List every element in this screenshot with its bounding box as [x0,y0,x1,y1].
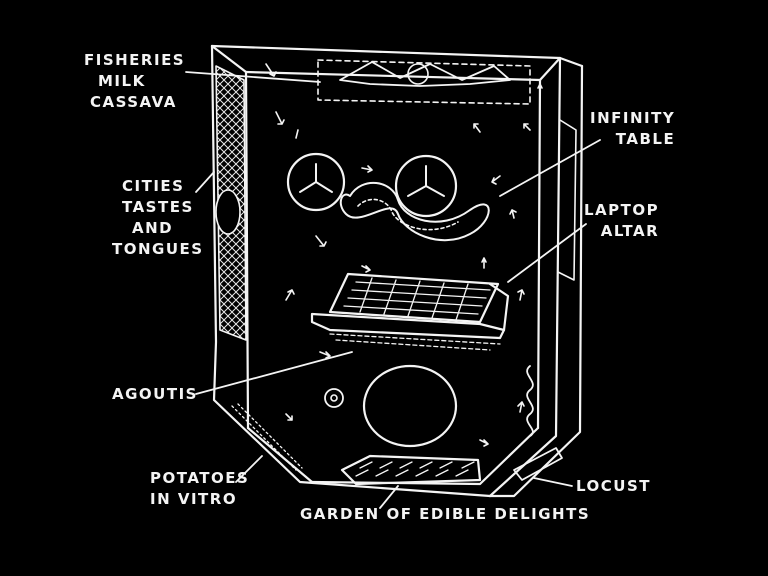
table-left-spokes [300,164,332,192]
label-table: TABLE [590,129,675,150]
label-milk: MILK [84,71,185,92]
left-wall-ellipse [216,190,240,234]
label-tongues: TONGUES [112,239,204,260]
label-and: AND [112,218,204,239]
top-fan-hub [408,64,428,84]
label-laptop-altar: LAPTOP ALTAR [584,200,659,242]
box-inner-left-edge [246,72,248,428]
agouti-dot [331,395,337,401]
label-cities: CITIES [112,176,204,197]
potatoes-hatch [232,404,302,470]
garden-bed [342,456,480,484]
label-altar: ALTAR [584,221,659,242]
leader-agoutis [196,352,352,394]
box-inner-right-edge [538,80,540,428]
label-in-vitro: IN VITRO [150,489,249,510]
box-inner-bottom-edge [248,428,312,482]
label-infinity: INFINITY [590,108,675,129]
egg-oval [364,366,456,446]
label-infinity-table: INFINITY TABLE [590,108,675,150]
box-right-outer-edge [490,66,582,496]
label-fisheries-milk-cassava: FISHERIES MILK CASSAVA [84,50,185,113]
leader-infinity [500,140,600,196]
label-potatoes-in-vitro: POTATOES IN VITRO [150,468,249,510]
garden-plants [356,462,474,476]
table-right-spokes [408,166,444,196]
label-agoutis: AGOUTIS [112,384,198,405]
laptop-stand [490,284,508,330]
box-top-edge [212,46,582,66]
label-fisheries: FISHERIES [84,50,185,71]
top-fan [340,62,510,86]
leader-locust [534,478,572,486]
right-side-panel [558,120,576,280]
label-locust: LOCUST [576,476,651,497]
right-wall-waves [527,366,533,436]
agouti-circle [325,389,343,407]
box-inner-floor [312,428,538,484]
label-laptop: LAPTOP [584,200,659,221]
label-garden: GARDEN OF EDIBLE DELIGHTS [300,504,590,525]
flow-arrows [266,64,542,446]
label-tastes: TASTES [112,197,204,218]
label-cassava: CASSAVA [84,92,185,113]
label-potatoes: POTATOES [150,468,249,489]
label-cities-tastes-tongues: CITIES TASTES AND TONGUES [112,176,204,260]
